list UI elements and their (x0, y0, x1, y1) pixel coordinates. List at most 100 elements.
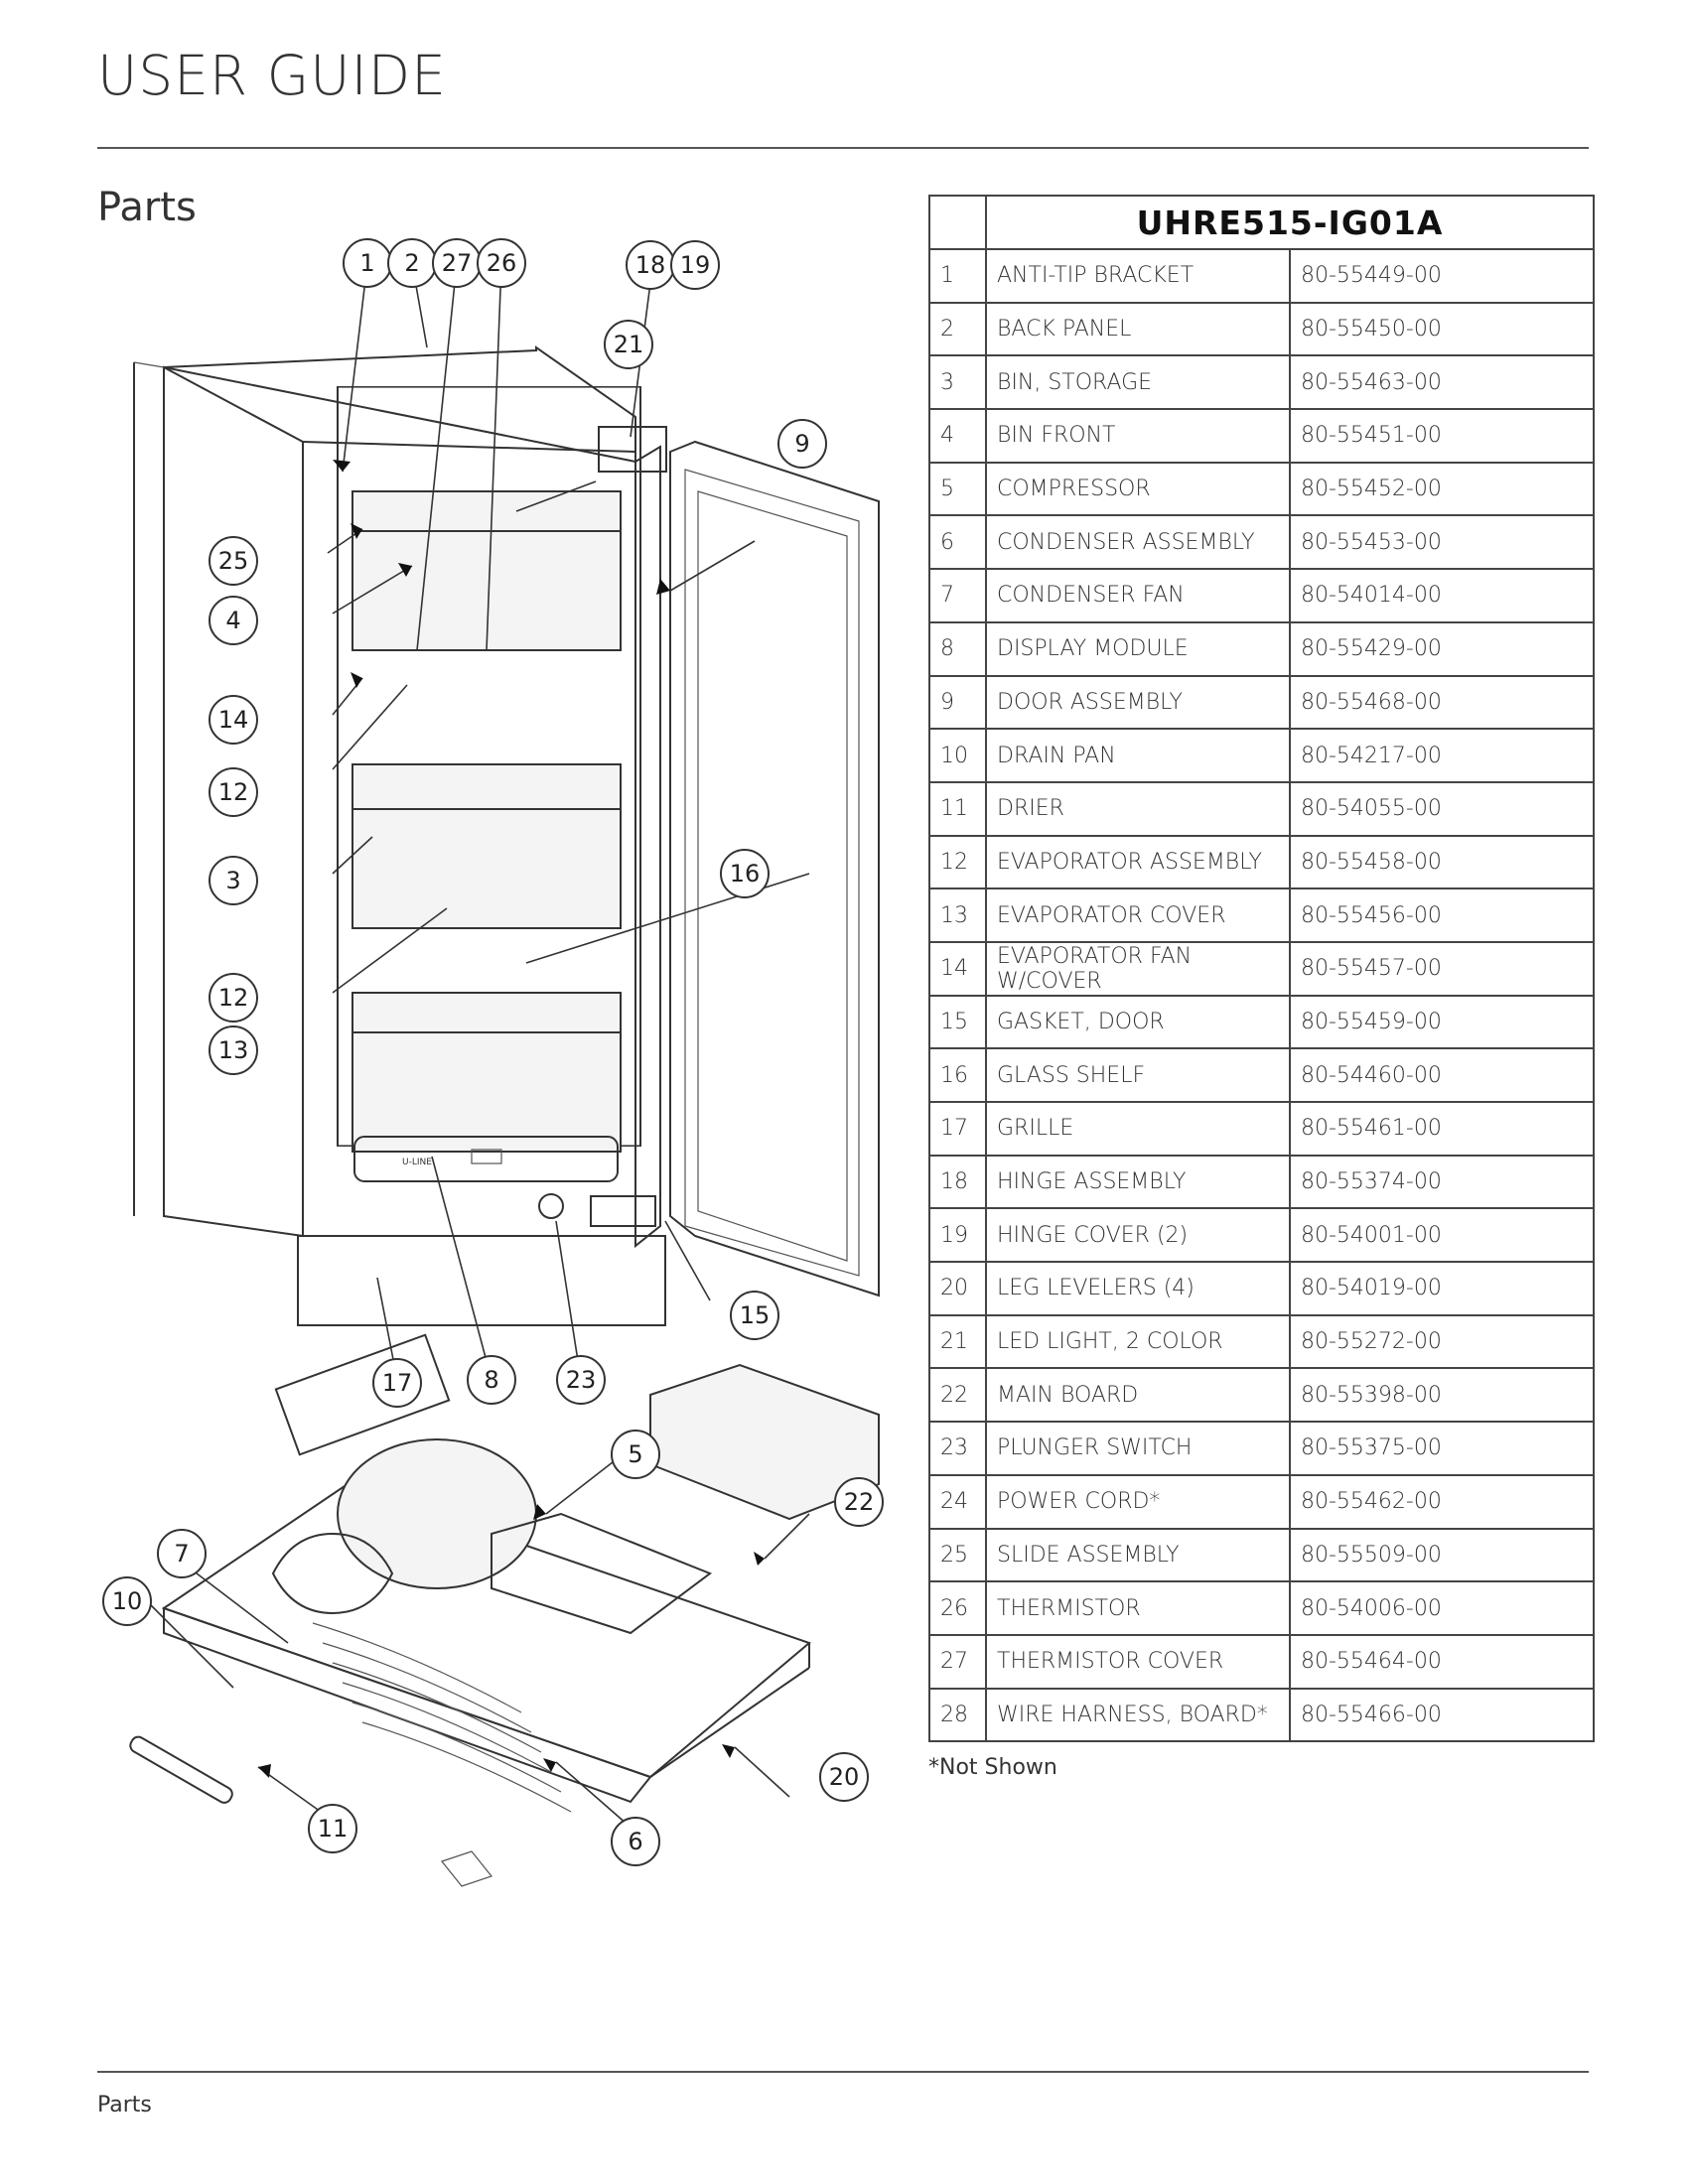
svg-text:8: 8 (484, 1366, 498, 1394)
part-name: DRAIN PAN (985, 728, 1291, 783)
part-number: 80-55272-00 (1289, 1313, 1595, 1370)
part-number: 80-55463-00 (1289, 354, 1595, 411)
part-name: PLUNGER SWITCH (985, 1421, 1291, 1476)
part-number-index: 13 (928, 887, 987, 943)
svg-text:7: 7 (174, 1540, 189, 1568)
part-number: 80-55456-00 (1289, 887, 1595, 943)
part-name: EVAPORATOR ASSEMBLY (985, 834, 1291, 890)
footer-section: Parts (97, 2093, 152, 2117)
part-name: CONDENSER ASSEMBLY (985, 514, 1291, 571)
part-number: 80-55459-00 (1289, 994, 1595, 1050)
part-name: BACK PANEL (985, 301, 1291, 357)
svg-text:14: 14 (218, 706, 249, 734)
svg-text:12: 12 (218, 984, 249, 1012)
svg-text:22: 22 (844, 1488, 875, 1516)
callout-7: 7 (157, 1529, 207, 1578)
part-name: COMPRESSOR (985, 461, 1291, 517)
callout-3: 3 (209, 856, 258, 905)
svg-text:20: 20 (829, 1763, 860, 1791)
part-name: ANTI-TIP BRACKET (985, 248, 1291, 304)
svg-text:6: 6 (628, 1828, 642, 1855)
part-number: 80-54217-00 (1289, 728, 1595, 783)
callout-25: 25 (209, 536, 258, 586)
part-number: 80-55449-00 (1289, 248, 1595, 304)
callout-2: 2 (387, 238, 437, 288)
svg-text:16: 16 (730, 860, 761, 887)
callout-1: 1 (343, 238, 392, 288)
svg-text:13: 13 (218, 1036, 249, 1064)
svg-text:15: 15 (740, 1301, 771, 1329)
part-number: 80-54460-00 (1289, 1047, 1595, 1103)
callout-22: 22 (834, 1477, 884, 1527)
svg-text:18: 18 (635, 251, 666, 279)
part-number: 80-55375-00 (1289, 1421, 1595, 1476)
part-number-index: 11 (928, 780, 987, 837)
part-number-index: 24 (928, 1473, 987, 1530)
part-number-index: 6 (928, 514, 987, 571)
part-name: LEG LEVELERS (4) (985, 1261, 1291, 1316)
callout-4: 4 (209, 596, 258, 645)
section-title: Parts (97, 185, 197, 230)
callout-5: 5 (611, 1430, 660, 1479)
part-name: BIN, STORAGE (985, 354, 1291, 411)
part-name: MAIN BOARD (985, 1367, 1291, 1424)
part-number: 80-55462-00 (1289, 1473, 1595, 1530)
part-number-index: 22 (928, 1367, 987, 1424)
callout-19: 19 (670, 240, 720, 290)
part-number: 80-55398-00 (1289, 1367, 1595, 1424)
model-number: UHRE515-IG01A (985, 195, 1595, 250)
part-number-index: 15 (928, 994, 987, 1050)
part-name: EVAPORATOR FAN W/COVER (985, 940, 1291, 997)
part-number: 80-54019-00 (1289, 1261, 1595, 1316)
part-number: 80-54014-00 (1289, 568, 1595, 623)
part-number: 80-55466-00 (1289, 1687, 1595, 1743)
cabinet-drawing: U-LINE (133, 345, 880, 1326)
svg-text:1: 1 (359, 249, 374, 277)
callout-13: 13 (209, 1025, 258, 1075)
part-name: DISPLAY MODULE (985, 620, 1291, 677)
part-number: 80-55464-00 (1289, 1633, 1595, 1690)
callout-21: 21 (604, 320, 653, 369)
callout-12-upper: 12 (209, 767, 258, 817)
part-number: 80-54006-00 (1289, 1580, 1595, 1636)
svg-text:17: 17 (382, 1369, 413, 1397)
part-number-index: 18 (928, 1154, 987, 1210)
part-number-index: 28 (928, 1687, 987, 1743)
header-rule (97, 147, 1589, 149)
part-name: WIRE HARNESS, BOARD* (985, 1687, 1291, 1743)
part-number-index: 21 (928, 1313, 987, 1370)
not-shown-note: *Not Shown (928, 1755, 1057, 1780)
part-number-index: 8 (928, 620, 987, 677)
part-name: HINGE COVER (2) (985, 1207, 1291, 1264)
part-number-index: 14 (928, 940, 987, 997)
part-number: 80-55457-00 (1289, 940, 1595, 997)
part-name: GASKET, DOOR (985, 994, 1291, 1050)
header-num-cell (928, 195, 987, 250)
footer-rule (97, 2071, 1589, 2073)
callout-17: 17 (372, 1358, 422, 1408)
part-number: 80-55450-00 (1289, 301, 1595, 357)
part-name: POWER CORD* (985, 1473, 1291, 1530)
svg-text:26: 26 (487, 249, 517, 277)
svg-text:11: 11 (318, 1815, 349, 1843)
callout-8: 8 (467, 1355, 516, 1405)
callout-26: 26 (477, 238, 526, 288)
part-number-index: 3 (928, 354, 987, 411)
part-number-index: 9 (928, 674, 987, 731)
callout-20: 20 (819, 1752, 869, 1802)
